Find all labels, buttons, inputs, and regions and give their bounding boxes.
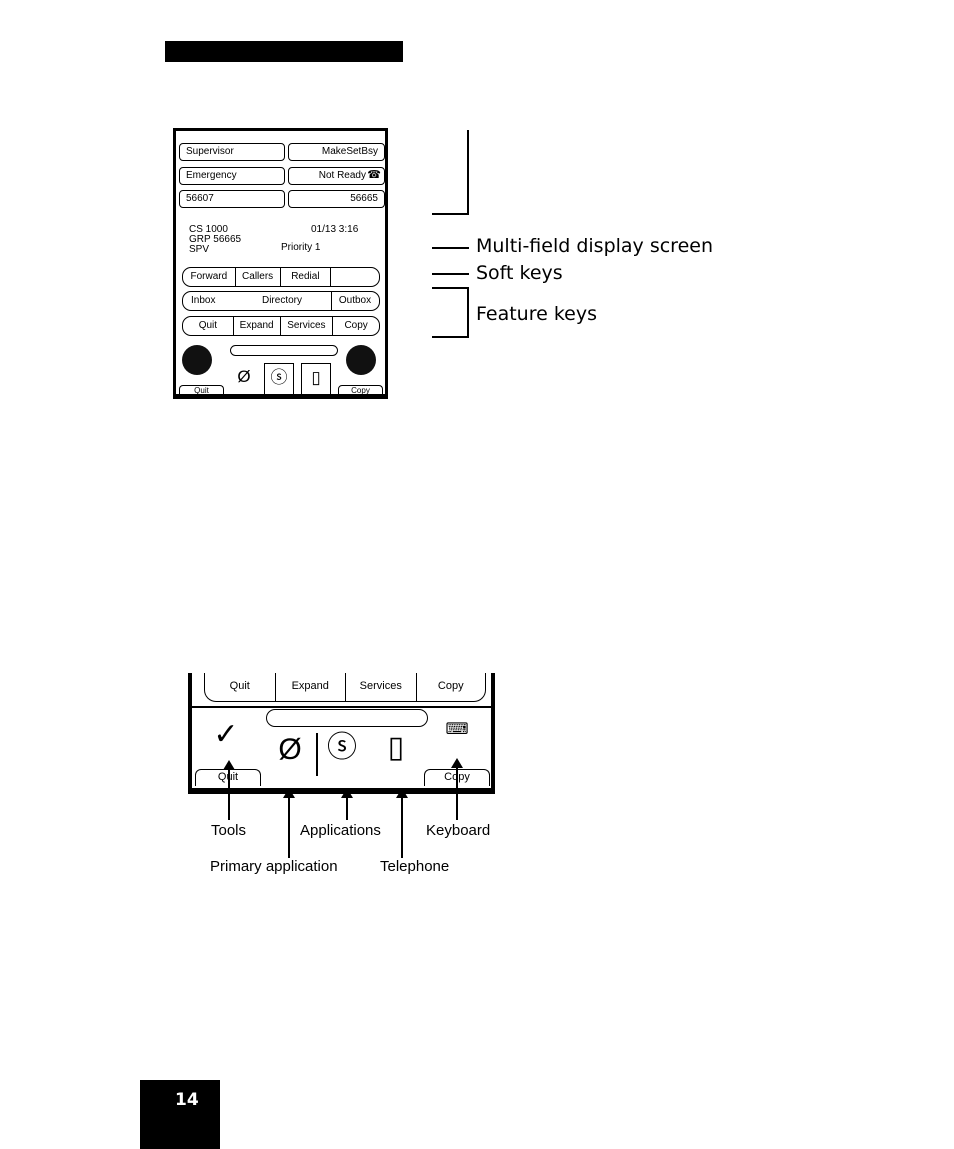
- callout-soft-label: Soft keys: [476, 262, 563, 284]
- phone-handset-icon: ☎: [367, 169, 381, 181]
- telephone-icon[interactable]: ▯: [387, 731, 405, 764]
- zoomed-control-area: Quit Expand Services Copy ✓ Ø ⓢ ▯ ⌨ Quit…: [188, 673, 495, 794]
- soft-key-callers[interactable]: Callers: [234, 268, 280, 286]
- info-datetime: 01/13 3:16: [311, 224, 359, 235]
- feature-key-copy[interactable]: Copy: [332, 317, 379, 335]
- soft-key-redial[interactable]: Redial: [279, 268, 331, 286]
- zoom-key-copy[interactable]: Copy: [415, 673, 486, 701]
- label-primary-application: Primary application: [210, 858, 338, 875]
- zoom-status-slot: [266, 709, 428, 727]
- soft-key-forward[interactable]: Forward: [190, 271, 228, 282]
- soft-key-blank[interactable]: [330, 268, 379, 286]
- callout-feature-label: Feature keys: [476, 303, 597, 325]
- callout-bracket-feature-bottom: [432, 336, 469, 338]
- label-keyboard: Keyboard: [426, 822, 491, 839]
- zoom-key-row: Quit Expand Services Copy: [204, 673, 486, 702]
- soft-key-row: Forward Callers Redial: [182, 267, 380, 287]
- keyboard-icon[interactable]: [346, 345, 376, 375]
- info-system: CS 1000: [189, 224, 228, 235]
- callout-bracket-feature-vertical: [467, 287, 469, 338]
- callout-bracket-feature-top: [432, 287, 469, 289]
- status-slot: [230, 345, 338, 356]
- primary-application-icon[interactable]: Ø: [278, 733, 302, 766]
- callout-bracket-bottom: [432, 213, 469, 215]
- phone-screen: Supervisor MakeSetBsy Emergency Not Read…: [173, 128, 388, 399]
- zoom-key-services[interactable]: Services: [345, 673, 416, 701]
- keyboard-arrow: [451, 758, 463, 820]
- info-group: GRP 56665: [189, 234, 242, 245]
- feature-key-makesetbsy[interactable]: MakeSetBsy: [288, 143, 385, 161]
- telephone-arrow: [396, 788, 408, 858]
- callout-bracket-vertical: [467, 130, 469, 215]
- tools-icon[interactable]: ✓: [213, 718, 239, 751]
- label-tools: Tools: [211, 822, 247, 839]
- info-role: SPV: [189, 244, 210, 255]
- feature-key-emergency[interactable]: Emergency: [179, 167, 285, 185]
- info-priority: Priority 1: [281, 242, 321, 253]
- feature-key-row-3: Quit Expand Services Copy: [182, 316, 380, 336]
- primary-application-icon[interactable]: Ø: [237, 367, 251, 386]
- zoom-icon-divider: [316, 733, 318, 776]
- keyboard-icon[interactable]: ⌨: [445, 721, 469, 738]
- label-telephone: Telephone: [380, 858, 450, 875]
- applications-arrow: [341, 788, 353, 820]
- feature-key-services[interactable]: Services: [279, 317, 333, 335]
- zoom-key-expand[interactable]: Expand: [274, 673, 346, 701]
- zoom-key-quit[interactable]: Quit: [229, 680, 250, 692]
- not-ready-label: Not Ready: [318, 170, 366, 181]
- callout-display-label: Multi-field display screen: [476, 235, 713, 257]
- feature-key-dn-56665[interactable]: 56665: [288, 190, 385, 208]
- primary-application-arrow: [283, 788, 295, 858]
- tools-icon[interactable]: [182, 345, 212, 375]
- callout-line-soft: [432, 273, 469, 275]
- page-number-box: 14: [140, 1080, 220, 1149]
- callout-line-display: [432, 247, 469, 249]
- page-number: 14: [175, 1090, 199, 1110]
- feature-key-inbox[interactable]: Inbox: [191, 295, 216, 306]
- feature-key-dn-56607[interactable]: 56607: [179, 190, 285, 208]
- tools-arrow: [223, 760, 235, 820]
- feature-key-supervisor[interactable]: Supervisor: [179, 143, 285, 161]
- feature-key-row-2: Inbox Directory Outbox: [182, 291, 380, 311]
- feature-key-expand[interactable]: Expand: [232, 317, 280, 335]
- applications-icon[interactable]: ⓢ: [327, 731, 357, 764]
- chapter-header-bar: [165, 41, 403, 62]
- feature-key-outbox[interactable]: Outbox: [331, 292, 378, 310]
- feature-key-not-ready[interactable]: Not Ready ☎: [288, 167, 385, 185]
- feature-key-quit[interactable]: Quit: [198, 320, 218, 331]
- tab-copy[interactable]: Copy: [338, 385, 383, 397]
- telephone-icon[interactable]: ▯: [301, 363, 331, 395]
- feature-key-directory[interactable]: Directory: [261, 295, 302, 306]
- label-applications: Applications: [300, 822, 381, 839]
- applications-icon[interactable]: ⓢ: [264, 363, 294, 395]
- zoom-divider: [192, 706, 491, 708]
- tab-quit[interactable]: Quit: [179, 385, 224, 397]
